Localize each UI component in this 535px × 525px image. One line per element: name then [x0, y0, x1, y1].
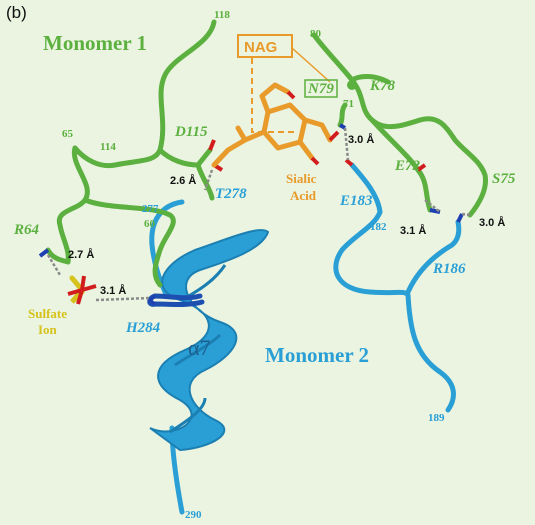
- number-189: 189: [428, 412, 445, 424]
- residue-k78: K78: [369, 78, 396, 94]
- number-60: 60: [144, 218, 156, 230]
- hbond-e183: [343, 127, 350, 161]
- distance-e72-r186: 3.1 Å: [400, 224, 426, 237]
- residue-s75: S75: [492, 171, 516, 187]
- residue-d115: D115: [174, 124, 208, 140]
- hbond-s75-r186: [461, 212, 471, 217]
- monomer2-loop-left: [149, 199, 185, 295]
- sialic-label-1: Sialic: [286, 171, 317, 186]
- monomer1-k78: [349, 74, 391, 85]
- k78-node: [347, 80, 357, 90]
- monomer1-sidechain-left: [45, 247, 71, 265]
- r186-backbone: [405, 219, 462, 295]
- alpha-helix-7: [149, 229, 270, 452]
- monomer1-strand-60: [82, 197, 176, 288]
- hbond-e72-r186: [424, 199, 441, 213]
- distance-r64: 2.7 Å: [68, 248, 94, 261]
- number-277: 277: [142, 203, 159, 215]
- number-114: 114: [100, 141, 116, 153]
- n79-box: [304, 79, 338, 98]
- sialic-oxygens: [286, 90, 340, 166]
- e183-sidechain: [349, 162, 383, 215]
- monomer1-loop-left: [56, 145, 90, 265]
- monomer2-label: Monomer 2: [265, 343, 369, 367]
- residue-r64: R64: [13, 222, 40, 238]
- residue-t278: T278: [215, 186, 247, 202]
- distance-h284: 3.1 Å: [100, 284, 126, 297]
- number-182: 182: [370, 221, 387, 233]
- nag-bracket: [251, 58, 296, 133]
- alpha7-label: α7: [188, 335, 211, 360]
- number-290: 290: [185, 509, 202, 521]
- monomer1-d115: [157, 147, 213, 168]
- monomer1-t278: [195, 162, 215, 201]
- nag-pointer: [291, 47, 331, 83]
- number-65: 65: [62, 128, 74, 140]
- number-71: 71: [343, 98, 354, 110]
- hydrogen-bonds: [46, 127, 471, 302]
- monomer1-loop-top: [72, 19, 217, 169]
- number-118: 118: [214, 9, 230, 21]
- number-80: 80: [310, 28, 322, 40]
- hbond-h284: [95, 296, 151, 302]
- hbond-t278: [203, 169, 214, 191]
- residue-e183: E183: [339, 193, 373, 209]
- sulfate-label-2: Ion: [38, 322, 58, 337]
- nag-box: [237, 34, 293, 58]
- residue-n79: N79: [307, 81, 334, 97]
- distance-t278: 2.6 Å: [170, 174, 196, 187]
- distance-s75-r186: 3.0 Å: [479, 216, 505, 229]
- sulfate-label-1: Sulfate: [28, 306, 67, 321]
- residue-e72: E72: [394, 158, 421, 174]
- distance-e183: 3.0 Å: [348, 133, 374, 146]
- monomer1-n79: [337, 102, 348, 128]
- hbond-r64: [46, 254, 62, 276]
- residue-h284: H284: [125, 320, 161, 336]
- panel-label: (b): [6, 3, 27, 22]
- residue-r186: R186: [432, 261, 466, 277]
- monomer2-loop-right: [333, 209, 456, 413]
- atom-markers: [38, 123, 464, 258]
- h284-sidechain: [147, 293, 205, 307]
- monomer1-label: Monomer 1: [43, 31, 147, 55]
- nag-label: NAG: [244, 39, 277, 56]
- sulfate-ion-molecule: [67, 275, 97, 305]
- sialic-label-2: Acid: [290, 188, 317, 203]
